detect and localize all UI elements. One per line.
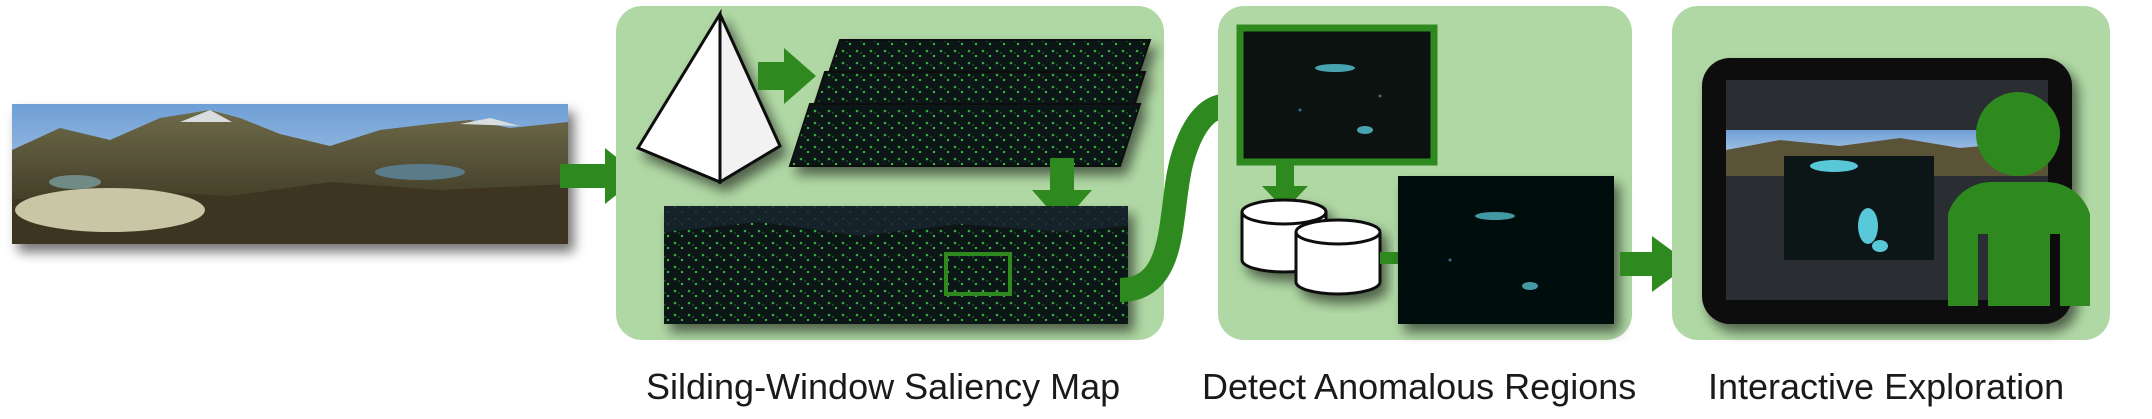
input-panorama [12,104,568,244]
arrow-icon [1262,160,1308,210]
user-icon [1948,92,2090,306]
pyramid-icon [635,8,782,185]
arrow-icon [1620,236,1690,292]
detected-region-image [1236,24,1438,166]
saliency-map-image [664,206,1128,324]
anomaly-output-image [1398,176,1614,324]
database-icon [1240,198,1382,296]
caption-saliency: Silding-Window Saliency Map [646,366,1121,407]
sliding-window-box [944,252,1012,296]
arrow-icon [1032,158,1092,224]
caption-detect: Detect Anomalous Regions [1202,366,1637,407]
caption-explore: Interactive Exploration [1708,366,2065,407]
arrow-icon [758,48,816,104]
saliency-layers [788,39,1152,167]
curved-arrow [1118,93,1232,302]
